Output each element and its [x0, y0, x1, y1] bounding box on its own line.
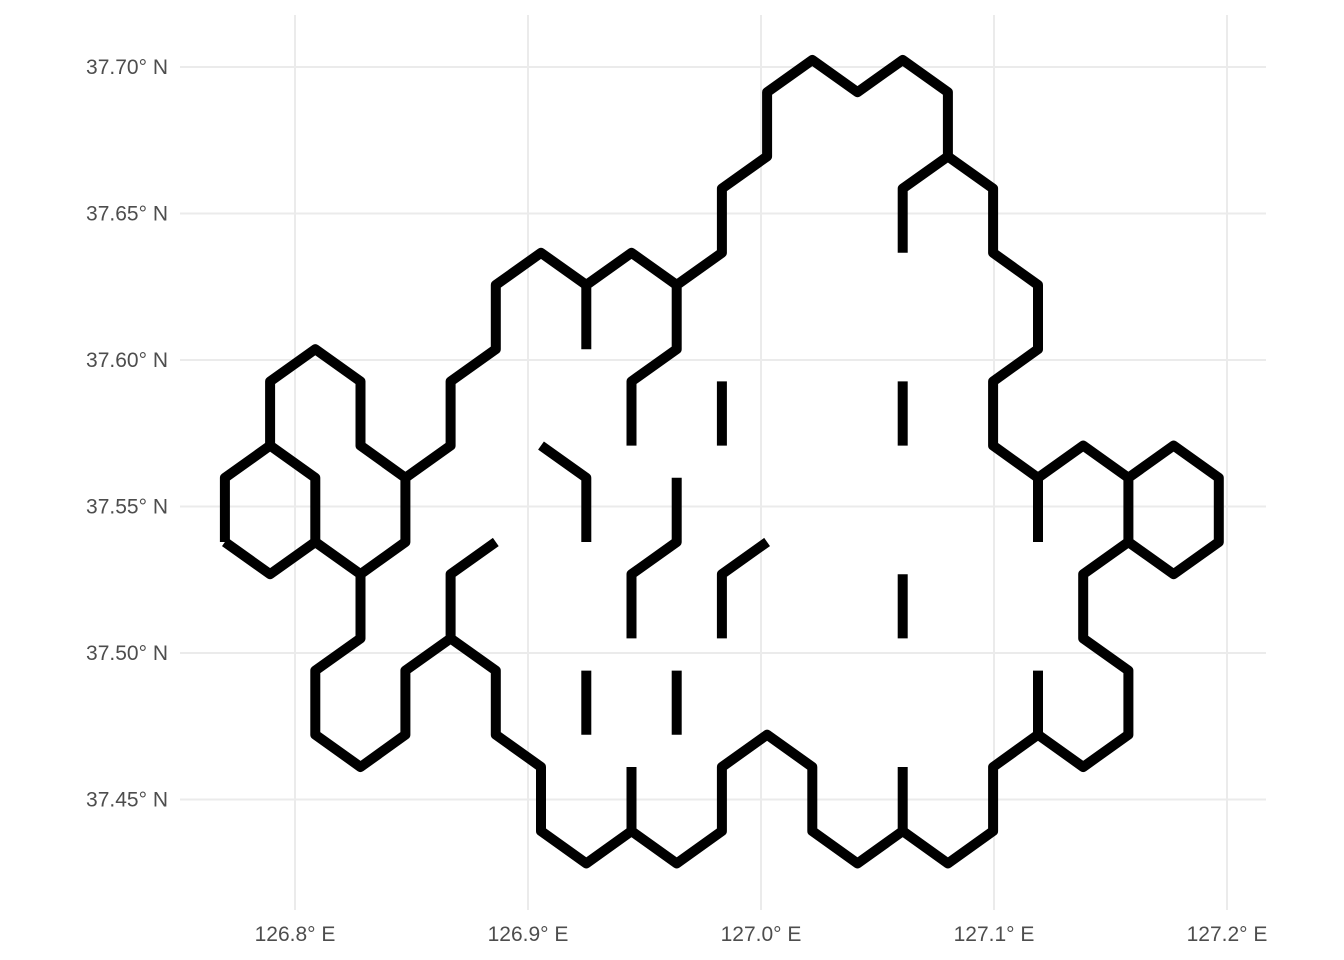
y-tick-label: 37.50° N: [86, 642, 168, 665]
hex-edge-11: [402, 247, 590, 482]
hex-edge-1: [265, 344, 411, 580]
hex-edge-6: [1035, 440, 1224, 772]
hex-edge-16: [716, 537, 771, 639]
y-tick-label: 37.55° N: [86, 496, 168, 519]
x-tick-label: 127.2° E: [1187, 923, 1268, 946]
hex-edge-0: [219, 440, 321, 580]
x-tick-label: 127.1° E: [954, 923, 1035, 946]
hex-edge-4: [628, 729, 908, 869]
hex-edge-9: [626, 55, 953, 446]
y-tick-label: 37.60° N: [86, 349, 168, 372]
hex-edge-8: [897, 151, 1043, 482]
hex-edge-3: [447, 634, 637, 869]
hex-edge-5: [899, 670, 1043, 869]
x-tick-label: 126.8° E: [255, 923, 336, 946]
hex-edge-13: [626, 477, 682, 639]
hex-edge-10: [581, 247, 680, 350]
x-tick-label: 127.0° E: [721, 923, 802, 946]
hex-edge-12: [538, 441, 592, 542]
x-tick-label: 126.9° E: [488, 923, 569, 946]
hex-edges: [219, 55, 1224, 869]
hex-edge-7: [1033, 440, 1132, 542]
y-tick-label: 37.65° N: [86, 203, 168, 226]
y-tick-label: 37.70° N: [86, 56, 168, 79]
axis-labels: 126.8° E 126.9° E 127.0° E 127.1° E 127.2° E…: [86, 56, 1267, 946]
y-tick-label: 37.45° N: [86, 789, 168, 812]
hex-edge-2: [310, 537, 499, 772]
